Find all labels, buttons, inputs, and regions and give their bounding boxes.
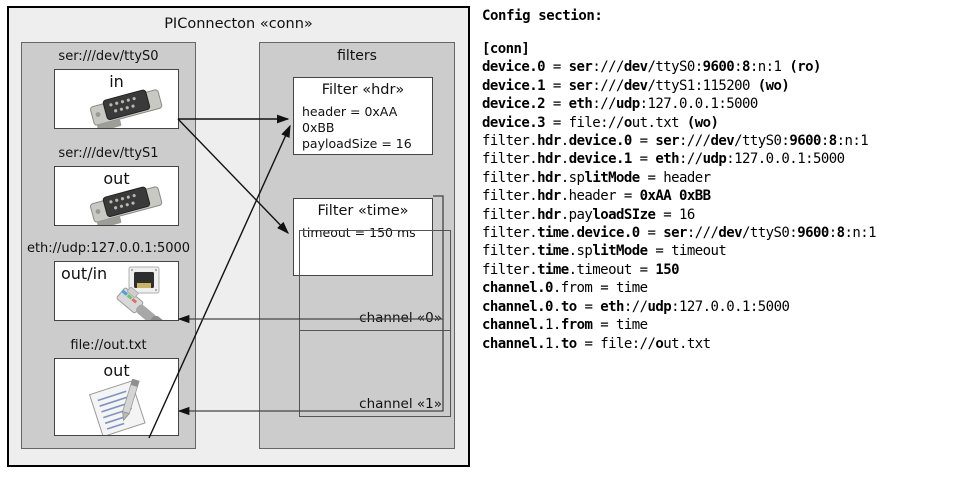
channel-0-region: channel «0» xyxy=(299,230,451,331)
device-direction-ttyS1: out xyxy=(103,169,130,188)
config-lines: [conn] device.0 = ser:///dev/ttyS0:9600:8… xyxy=(482,40,956,353)
devices-group-box: ser:///dev/ttyS0 in xyxy=(21,42,196,449)
device-card-ttyS1[interactable]: out xyxy=(54,166,179,226)
connector-diagram-panel: PIConnecton «conn» ser:///dev/ttyS0 in xyxy=(7,6,470,467)
filter-card-hdr[interactable]: Filter «hdr» header = 0xAA 0xBB payloadS… xyxy=(293,77,433,155)
filters-group-title: filters xyxy=(337,48,377,64)
config-line: filter.hdr.payloadSIze = 16 xyxy=(482,206,695,223)
device-label-eth: eth://udp:127.0.0.1:5000 xyxy=(26,241,191,256)
serial-port-icon xyxy=(90,89,163,128)
config-line: filter.hdr.header = 0xAA 0xBB xyxy=(482,188,711,205)
config-line: channel.0.to = eth://udp:127.0.0.1:5000 xyxy=(482,298,790,315)
config-heading: Config section: xyxy=(482,8,603,24)
config-line: device.2 = eth://udp:127.0.0.1:5000 xyxy=(482,96,758,113)
config-line: filter.hdr.device.0 = ser:///dev/ttyS0:9… xyxy=(482,133,869,150)
device-direction-file: out xyxy=(103,361,130,380)
config-line: device.1 = ser:///dev/ttyS1:115200 (wo) xyxy=(482,77,790,94)
device-direction-eth: out/in xyxy=(61,264,108,283)
text-file-icon xyxy=(88,379,146,435)
filter-time-title: Filter «time» xyxy=(317,203,409,219)
serial-port-icon xyxy=(90,186,163,225)
config-line: device.0 = ser:///dev/ttyS0:9600:8:n:1 (… xyxy=(482,59,821,76)
config-line: channel.1.from = time xyxy=(482,317,648,334)
device-card-eth[interactable]: out/in xyxy=(54,261,179,321)
filter-hdr-body: header = 0xAA 0xBB payloadSize = 16 xyxy=(302,104,428,152)
device-direction-ttyS0: in xyxy=(109,72,124,91)
filter-hdr-line-0: header = 0xAA 0xBB xyxy=(302,104,398,135)
device-label-ttyS1: ser:///dev/ttyS1 xyxy=(58,146,159,161)
filter-hdr-title: Filter «hdr» xyxy=(321,82,405,98)
diagram-title: PIConnecton «conn» xyxy=(164,16,313,32)
device-card-file[interactable]: out xyxy=(54,358,179,436)
filter-hdr-line-1: payloadSize = 16 xyxy=(302,136,412,151)
config-line: channel.0.from = time xyxy=(482,280,648,297)
config-line: device.3 = file://out.txt (wo) xyxy=(482,114,719,131)
config-line: filter.time.splitMode = timeout xyxy=(482,243,727,260)
config-line: [conn] xyxy=(482,41,530,57)
config-line: channel.1.to = file://out.txt xyxy=(482,335,711,352)
config-line: filter.time.device.0 = ser:///dev/ttyS0:… xyxy=(482,225,877,242)
config-line: filter.time.timeout = 150 xyxy=(482,261,680,278)
config-panel: Config section: [conn] device.0 = ser:///… xyxy=(482,8,956,353)
channel-1-region: channel «1» xyxy=(299,330,451,417)
device-label-file: file://out.txt xyxy=(70,338,147,353)
config-line: filter.hdr.splitMode = header xyxy=(482,169,711,186)
device-label-ttyS0: ser:///dev/ttyS0 xyxy=(58,49,159,64)
config-line: filter.hdr.device.1 = eth://udp:127.0.0.… xyxy=(482,151,845,168)
channel-0-label: channel «0» xyxy=(359,310,442,326)
device-card-ttyS0[interactable]: in xyxy=(54,69,179,129)
ethernet-jack-icon xyxy=(116,266,166,320)
channel-1-label: channel «1» xyxy=(359,396,442,412)
